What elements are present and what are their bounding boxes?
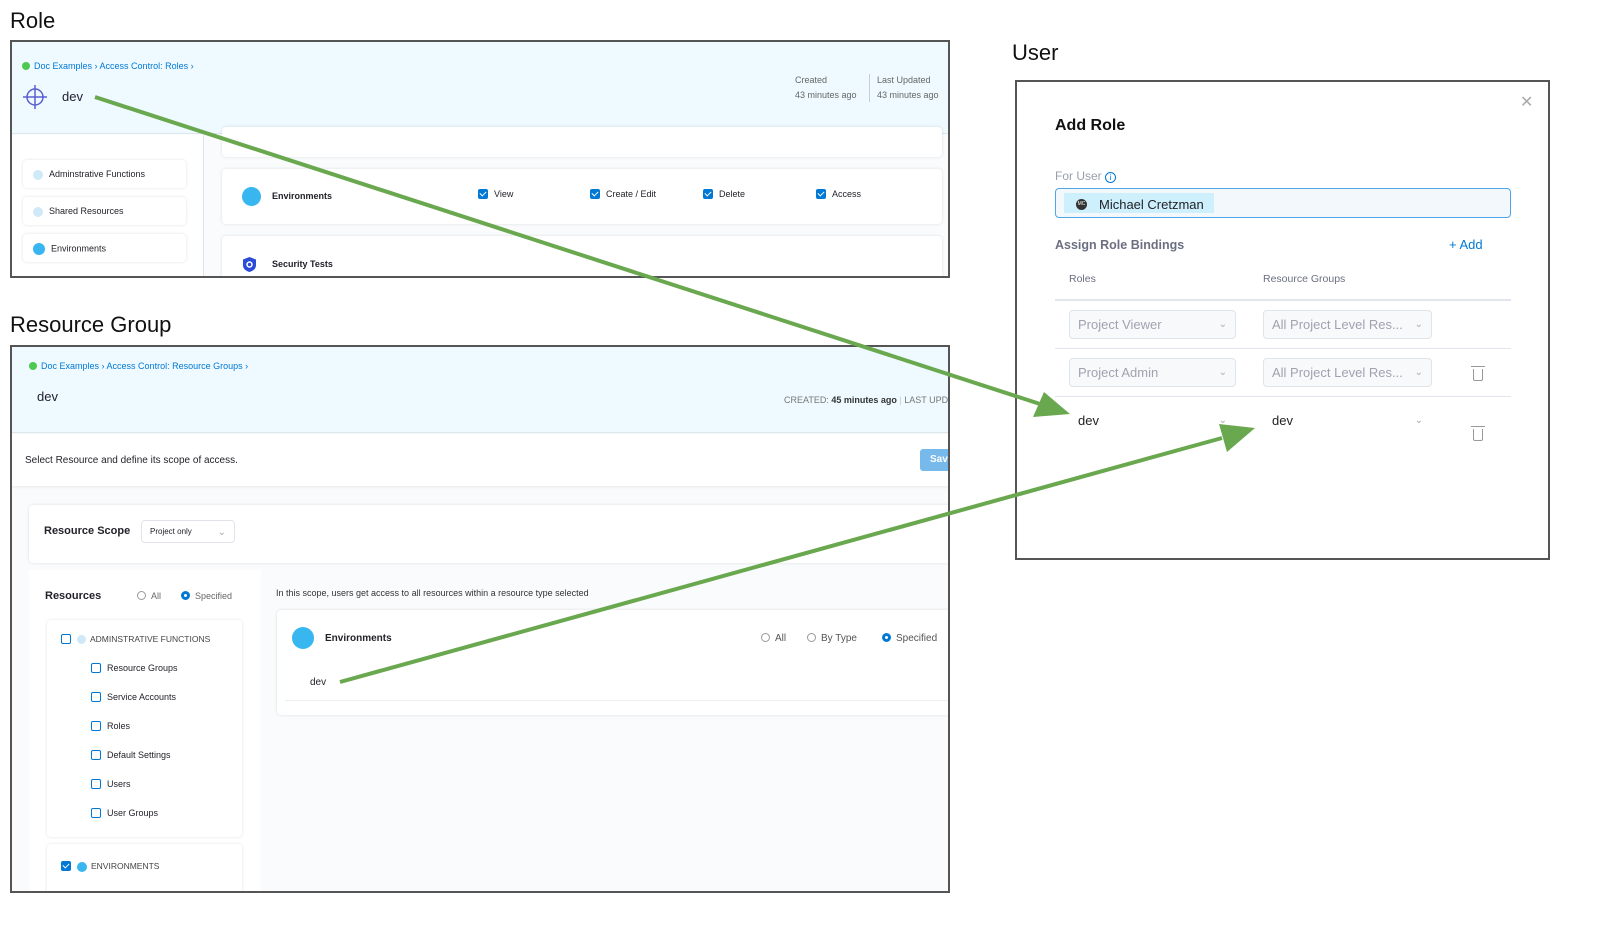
section-title-user: User bbox=[1012, 40, 1059, 65]
chevron-down-icon: ⌄ bbox=[1218, 319, 1227, 330]
project-icon bbox=[22, 62, 30, 70]
admin-group-checkbox[interactable]: ADMINSTRATIVE FUNCTIONS bbox=[61, 634, 210, 645]
resources-sidebar: Resources All Specified ADMINSTRATIVE FU… bbox=[29, 570, 261, 891]
role-sidebar: Adminstrative Functions Shared Resources… bbox=[12, 135, 204, 276]
page-title: dev bbox=[37, 389, 58, 404]
save-button[interactable]: Sav bbox=[920, 449, 948, 471]
sidebar-item-admin[interactable]: Adminstrative Functions bbox=[23, 160, 186, 188]
role-select[interactable]: Project Viewer⌄ bbox=[1069, 310, 1236, 339]
divider bbox=[1055, 348, 1511, 349]
divider bbox=[1055, 396, 1511, 397]
card bbox=[222, 127, 942, 157]
chevron-down-icon: ⌄ bbox=[1218, 367, 1227, 378]
sidebar-item-environments[interactable]: Environments bbox=[23, 234, 186, 262]
resource-checkbox[interactable]: Users bbox=[91, 779, 131, 789]
add-binding-button[interactable]: + Add bbox=[1449, 237, 1483, 252]
permission-view[interactable]: View bbox=[478, 189, 513, 199]
resource-group-select[interactable]: All Project Level Res...⌄ bbox=[1263, 358, 1432, 387]
radio-by-type[interactable]: By Type bbox=[807, 633, 857, 644]
shared-icon bbox=[33, 206, 43, 217]
delete-icon[interactable] bbox=[1471, 426, 1485, 441]
close-icon[interactable]: ✕ bbox=[1520, 94, 1534, 111]
chevron-down-icon: ⌄ bbox=[1414, 415, 1423, 426]
resource-group-panel: Doc Examples › Access Control: Resource … bbox=[10, 345, 950, 893]
resource-checkbox[interactable]: Roles bbox=[91, 721, 130, 731]
environments-scope-card: Environments All By Type Specified dev bbox=[277, 610, 948, 715]
radio-all[interactable]: All bbox=[137, 591, 161, 601]
role-header: Doc Examples › Access Control: Roles › d… bbox=[12, 42, 948, 134]
breadcrumb: Doc Examples › Access Control: Resource … bbox=[29, 361, 248, 371]
resource-checkbox[interactable]: Resource Groups bbox=[91, 663, 178, 673]
environments-permission-card: Environments View Create / Edit Delete A… bbox=[222, 169, 942, 224]
for-user-label: For User i bbox=[1055, 169, 1117, 183]
breadcrumb: Doc Examples › Access Control: Roles › bbox=[22, 61, 194, 71]
environments-icon bbox=[33, 243, 45, 255]
project-icon bbox=[29, 362, 37, 370]
created-info: CREATED: 45 minutes ago | LAST UPD bbox=[784, 395, 949, 405]
shield-icon bbox=[243, 257, 256, 272]
resource-checkbox[interactable]: Default Settings bbox=[91, 750, 171, 760]
instruction-text: Select Resource and define its scope of … bbox=[25, 455, 238, 466]
column-header-resource-groups: Resource Groups bbox=[1263, 273, 1346, 285]
page-title: dev bbox=[62, 89, 83, 104]
breadcrumb-link[interactable]: Doc Examples bbox=[34, 61, 93, 71]
card-title: Environments bbox=[272, 191, 333, 201]
scope-note: In this scope, users get access to all r… bbox=[276, 588, 589, 598]
scope-select[interactable]: Project only⌄ bbox=[141, 520, 235, 543]
resource-checkbox[interactable]: Service Accounts bbox=[91, 692, 176, 702]
resource-group-select[interactable]: dev⌄ bbox=[1263, 406, 1432, 435]
permission-access[interactable]: Access bbox=[816, 189, 861, 199]
role-select[interactable]: Project Admin⌄ bbox=[1069, 358, 1236, 387]
divider bbox=[285, 700, 948, 701]
radio-specified[interactable]: Specified bbox=[882, 633, 937, 644]
chevron-down-icon: ⌄ bbox=[1414, 367, 1423, 378]
chevron-down-icon: ⌄ bbox=[1414, 319, 1423, 330]
delete-icon[interactable] bbox=[1471, 366, 1485, 381]
permission-create-edit[interactable]: Create / Edit bbox=[590, 189, 656, 199]
divider bbox=[869, 74, 870, 102]
admin-icon bbox=[33, 169, 43, 180]
role-panel: Doc Examples › Access Control: Roles › d… bbox=[10, 40, 950, 278]
chevron-down-icon: ⌄ bbox=[1218, 415, 1227, 426]
breadcrumb-link[interactable]: Doc Examples bbox=[41, 361, 100, 371]
section-title-role: Role bbox=[10, 8, 56, 33]
scope-label: Resource Scope bbox=[44, 525, 131, 537]
card-title: Environments bbox=[325, 633, 392, 644]
admin-functions-group: ADMINSTRATIVE FUNCTIONS Resource Groups … bbox=[47, 620, 242, 837]
resource-scope-card: Resource Scope Project only⌄ bbox=[29, 505, 948, 563]
breadcrumb-link[interactable]: Access Control: Roles bbox=[99, 61, 189, 71]
environments-icon bbox=[292, 627, 314, 649]
card-title: Security Tests bbox=[272, 259, 333, 269]
security-tests-card: Security Tests bbox=[222, 236, 942, 276]
role-crosshair-icon bbox=[23, 85, 47, 109]
environment-item: dev bbox=[310, 677, 327, 688]
section-title-resource-group: Resource Group bbox=[10, 312, 172, 337]
instruction-bar: Select Resource and define its scope of … bbox=[12, 434, 948, 486]
environments-checkbox[interactable]: ENVIRONMENTS bbox=[61, 861, 159, 872]
permission-delete[interactable]: Delete bbox=[703, 189, 745, 199]
environments-group: ENVIRONMENTS bbox=[47, 844, 242, 891]
sidebar-item-shared[interactable]: Shared Resources bbox=[23, 197, 186, 225]
radio-specified[interactable]: Specified bbox=[181, 591, 232, 601]
info-icon: i bbox=[1105, 172, 1117, 183]
divider bbox=[1055, 299, 1511, 301]
chevron-down-icon: ⌄ bbox=[217, 527, 226, 538]
column-header-roles: Roles bbox=[1069, 273, 1096, 285]
breadcrumb-link[interactable]: Access Control: Resource Groups bbox=[106, 361, 243, 371]
resources-label: Resources bbox=[45, 590, 102, 602]
resource-checkbox[interactable]: User Groups bbox=[91, 808, 158, 818]
environments-icon bbox=[242, 187, 261, 206]
rg-header: Doc Examples › Access Control: Resource … bbox=[12, 347, 949, 433]
bindings-label: Assign Role Bindings bbox=[1055, 238, 1185, 252]
dialog-title: Add Role bbox=[1055, 117, 1126, 134]
role-select[interactable]: dev⌄ bbox=[1069, 406, 1236, 435]
radio-all[interactable]: All bbox=[761, 633, 786, 644]
user-avatar: MC bbox=[1076, 198, 1087, 210]
resource-group-select[interactable]: All Project Level Res...⌄ bbox=[1263, 310, 1432, 339]
